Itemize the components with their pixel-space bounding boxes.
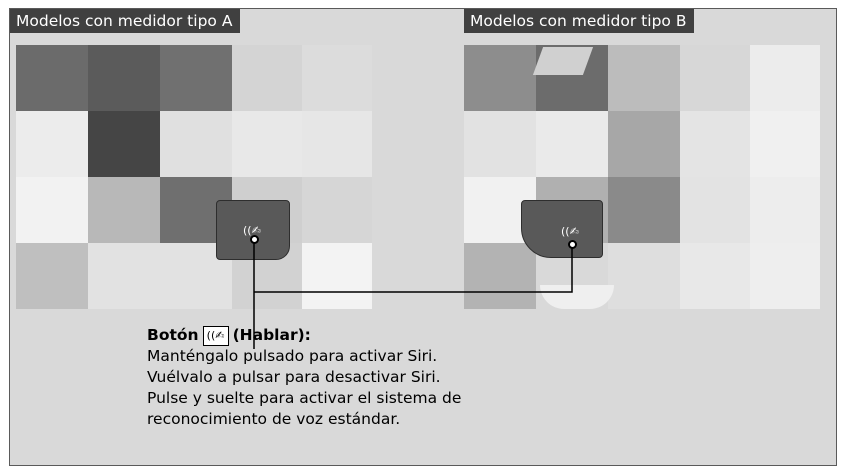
model-b-label: Modelos con medidor tipo B: [464, 9, 695, 33]
callout-dot-b: [568, 240, 577, 249]
callout-dot-a: [250, 235, 259, 244]
caption-button-prefix: Botón: [147, 326, 199, 344]
caption: Botón ((✍ (Hablar): Manténgalo pulsado p…: [147, 325, 567, 430]
talk-icon: ((✍: [561, 225, 579, 238]
caption-line: Pulse y suelte para activar el sistema d…: [147, 389, 462, 407]
caption-line: reconocimiento de voz estándar.: [147, 410, 401, 428]
model-a-label: Modelos con medidor tipo A: [10, 9, 241, 33]
talk-icon: ((✍: [243, 224, 261, 237]
caption-line: Manténgalo pulsado para activar Siri.: [147, 347, 438, 365]
caption-button-suffix: (Hablar):: [232, 326, 311, 344]
caption-line: Vuélvalo a pulsar para desactivar Siri.: [147, 368, 441, 386]
diagram-canvas: ((✍ ((✍ Modelos con medidor tipo A Model…: [9, 8, 837, 466]
talk-icon: ((✍: [202, 325, 229, 346]
caption-heading: Botón ((✍ (Hablar):: [147, 325, 567, 346]
callout-connector-lines: [253, 242, 573, 349]
talk-button-a: [216, 200, 290, 260]
talk-button-b: [521, 200, 603, 258]
